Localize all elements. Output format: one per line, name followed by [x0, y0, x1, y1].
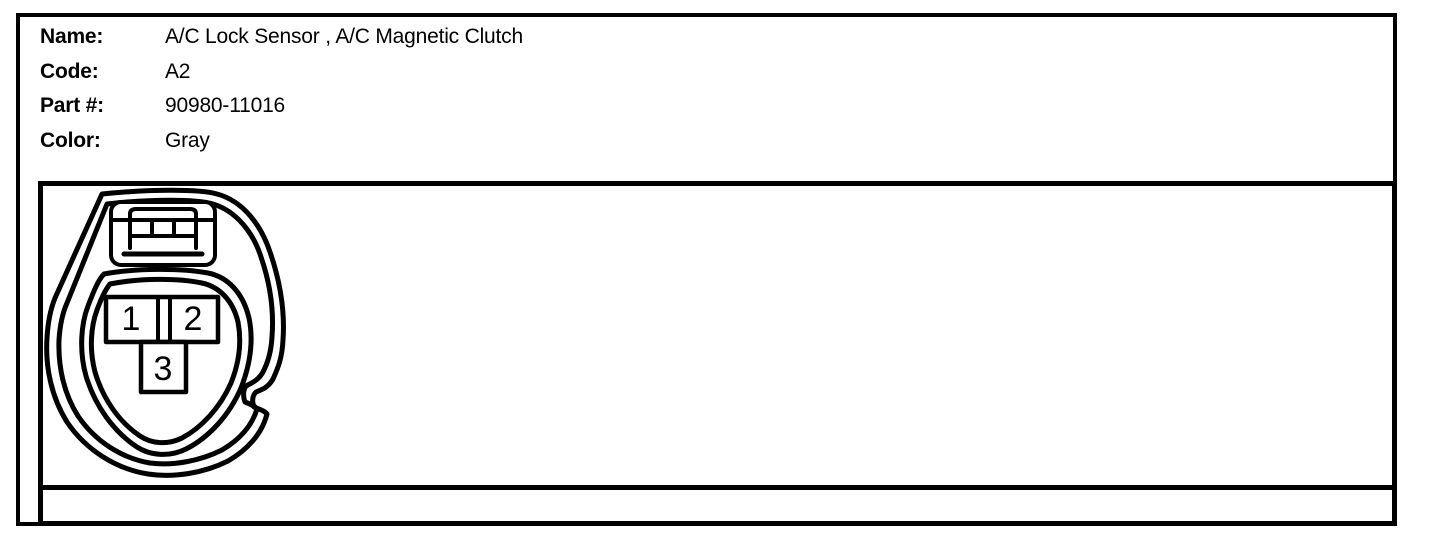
connector-info-header: Name: A/C Lock Sensor , A/C Magnetic Clu… [40, 20, 523, 158]
field-label-part-number: Part #: [40, 94, 104, 118]
field-value-code: A2 [165, 59, 191, 83]
field-label-color: Color: [40, 129, 101, 153]
field-value-name: A/C Lock Sensor , A/C Magnetic Clutch [165, 25, 523, 49]
field-row-name: Name: A/C Lock Sensor , A/C Magnetic Clu… [40, 20, 523, 55]
field-label-name: Name: [40, 25, 104, 49]
field-row-part-number: Part #: 90980-11016 [40, 89, 523, 124]
field-value-color: Gray [165, 129, 210, 153]
panel-bottom-divider [43, 485, 1392, 490]
field-label-code: Code: [40, 59, 99, 83]
field-row-color: Color: Gray [40, 124, 523, 159]
document-frame: Name: A/C Lock Sensor , A/C Magnetic Clu… [16, 13, 1397, 526]
connector-diagram-panel [38, 181, 1397, 526]
field-value-part-number: 90980-11016 [165, 94, 286, 118]
field-row-code: Code: A2 [40, 55, 523, 90]
